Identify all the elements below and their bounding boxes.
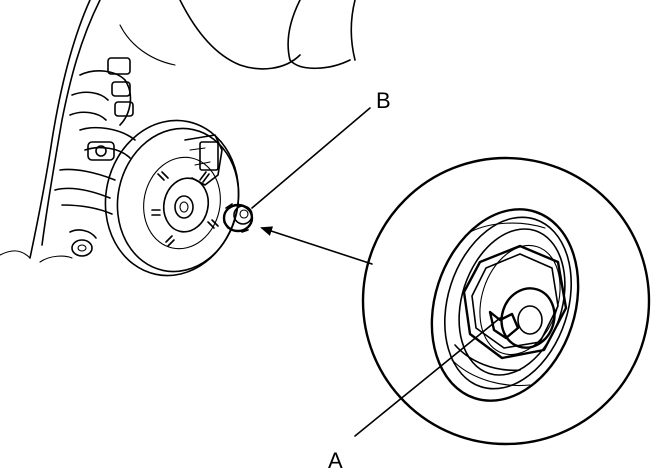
- brake-caliper: [184, 134, 223, 186]
- vehicle-body-outline: [0, 0, 356, 259]
- leader-line-b: [251, 107, 371, 209]
- callout-label-b: B: [376, 88, 391, 113]
- callout-label-a: A: [328, 448, 343, 473]
- spindle-nut: [222, 203, 254, 233]
- leader-line-a: [354, 317, 501, 437]
- leader-lines: [251, 107, 501, 437]
- brake-disc: [104, 119, 240, 277]
- suspension-assembly: [39, 57, 136, 263]
- detail-arrow: [260, 226, 373, 265]
- wheel-studs: [151, 171, 219, 247]
- detail-callout-circle: [361, 156, 651, 446]
